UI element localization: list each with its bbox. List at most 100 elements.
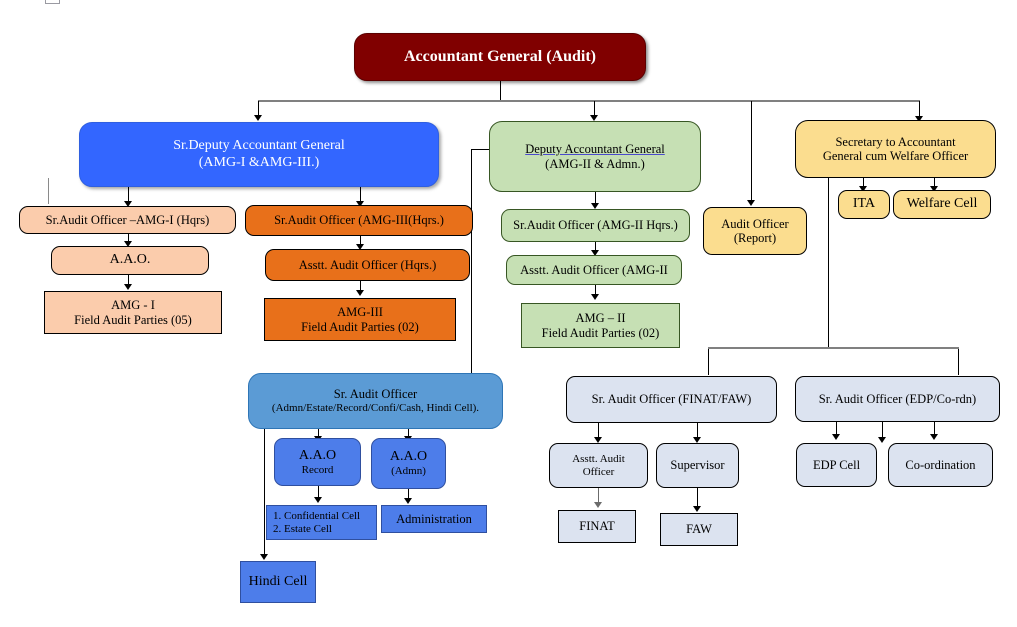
node-label-line2: Record: [301, 463, 334, 476]
node-label-line1: Asstt. Audit: [572, 452, 625, 465]
arrowhead-amg3-parties: [356, 290, 364, 296]
node-confidential-estate-cells[interactable]: 1. Confidential Cell 2. Estate Cell: [266, 505, 377, 540]
node-edp-cell[interactable]: EDP Cell: [796, 443, 877, 487]
node-sr-audit-officer-amg1-hqrs[interactable]: Sr.Audit Officer –AMG-I (Hqrs): [19, 206, 236, 234]
node-welfare-cell[interactable]: Welfare Cell: [893, 190, 991, 219]
node-coordination[interactable]: Co-ordination: [888, 443, 993, 487]
node-asstt-audit-officer-finat[interactable]: Asstt. Audit Officer: [549, 443, 648, 488]
connector-admn-to-aao-admn: [408, 429, 409, 438]
node-sr-audit-officer-edp-cordn[interactable]: Sr. Audit Officer (EDP/Co-rdn): [795, 376, 1000, 422]
connector-dag-elbow-v: [471, 149, 472, 373]
node-label-line1: Secretary to Accountant: [835, 134, 956, 149]
connector-srdag-to-amg3: [360, 187, 361, 203]
connector-asstt-to-finat: [598, 488, 599, 504]
node-label: EDP Cell: [812, 457, 861, 472]
node-aao-record[interactable]: A.A.O Record: [274, 438, 361, 486]
node-label: FAW: [686, 522, 712, 537]
connector-distribution-bar: [258, 100, 920, 102]
connector-root-stem: [500, 81, 501, 101]
node-accountant-general-audit[interactable]: Accountant General (Audit): [354, 33, 646, 81]
node-faw[interactable]: FAW: [660, 513, 738, 546]
node-label: Asstt. Audit Officer (AMG-II: [520, 262, 668, 277]
node-label-line2: Field Audit Parties (05): [74, 312, 192, 327]
connector-drop-dag: [594, 101, 595, 117]
arrowhead-amg1-aao: [124, 241, 132, 247]
arrowhead-amg1-parties: [124, 284, 132, 290]
arrowhead-supervisor: [693, 437, 701, 443]
node-label: Sr.Audit Officer (AMG-II Hqrs.): [513, 218, 678, 233]
node-label-line1: Sr.Deputy Accountant General: [173, 138, 345, 154]
node-finat[interactable]: FINAT: [558, 510, 636, 543]
node-secretary-to-ag[interactable]: Secretary to Accountant General cum Welf…: [795, 120, 996, 178]
node-sr-deputy-accountant-general[interactable]: Sr.Deputy Accountant General (AMG-I &AMG…: [79, 122, 439, 187]
connector-edp-middle-stub: [882, 422, 883, 439]
arrowhead-amg2-parties: [591, 294, 599, 300]
arrowhead-hindi-cell: [260, 554, 268, 560]
node-sr-audit-officer-admn[interactable]: Sr. Audit Officer (Admn/Estate/Record/Co…: [248, 373, 503, 429]
arrowhead-welfare-cell: [930, 186, 938, 192]
node-label-line2: Field Audit Parties (02): [301, 319, 419, 334]
node-label-line1: A.A.O: [389, 449, 428, 465]
connector-aao-to-amg3-parties: [360, 281, 361, 293]
arrowhead-ita: [859, 186, 867, 192]
node-label: ITA: [852, 196, 876, 212]
node-label-line2: 2. Estate Cell: [273, 522, 332, 535]
connector-aao-to-amg2-parties: [595, 285, 596, 297]
connector-drop-edp-branch: [958, 349, 959, 375]
arrowhead-edp-middle-stub: [878, 437, 886, 443]
node-label-line2: Field Audit Parties (02): [541, 325, 660, 340]
connector-drop-audit-officer-report: [751, 101, 752, 202]
node-label: Administration: [396, 511, 472, 526]
node-label: FINAT: [579, 519, 615, 534]
connector-admn-to-aao-record: [318, 429, 319, 438]
node-administration[interactable]: Administration: [381, 505, 487, 533]
connector-secretary-to-ita: [863, 178, 864, 188]
arrowhead-faw: [693, 506, 701, 512]
node-label-line2: (AMG-II & Admn.): [545, 156, 645, 171]
connector-drop-sr-dag: [258, 101, 259, 117]
node-sr-audit-officer-amg2-hqrs[interactable]: Sr.Audit Officer (AMG-II Hqrs.): [501, 209, 690, 242]
node-ita[interactable]: ITA: [838, 190, 890, 219]
connector-secretary-long-stem: [828, 178, 829, 348]
node-hindi-cell[interactable]: Hindi Cell: [240, 561, 316, 603]
node-label: A.A.O.: [109, 252, 151, 268]
node-amg3-field-audit-parties[interactable]: AMG-III Field Audit Parties (02): [264, 298, 456, 341]
node-asstt-audit-officer-amg2[interactable]: Asstt. Audit Officer (AMG-II: [506, 255, 682, 285]
connector-finat-to-asstt: [598, 423, 599, 439]
node-asstt-audit-officer-hqrs[interactable]: Asstt. Audit Officer (Hqrs.): [265, 249, 470, 281]
connector-edp-to-edp-cell: [836, 422, 837, 436]
node-label: Sr.Audit Officer –AMG-I (Hqrs): [45, 212, 210, 227]
connector-finat-to-supervisor: [697, 423, 698, 439]
arrowhead-edp-cell: [832, 434, 840, 440]
connector-stub-left: [48, 178, 49, 204]
connector-amg2-to-aao: [595, 242, 596, 252]
scan-artifact: [45, 0, 60, 4]
node-label: Sr.Audit Officer (AMG-III(Hqrs.): [274, 213, 444, 228]
node-amg2-field-audit-parties[interactable]: AMG – II Field Audit Parties (02): [521, 303, 680, 348]
connector-drop-secretary: [919, 101, 920, 118]
node-label: Accountant General (Audit): [404, 47, 596, 65]
connector-lower-distribution-bar: [708, 347, 959, 349]
node-aao-amg1[interactable]: A.A.O.: [51, 246, 209, 275]
node-audit-officer-report[interactable]: Audit Officer (Report): [703, 207, 807, 255]
connector-aao-admn-to-administration: [408, 489, 409, 500]
connector-srdag-to-amg1: [128, 187, 129, 203]
node-label: Asstt. Audit Officer (Hqrs.): [298, 257, 437, 272]
node-label-line2: (AMG-I &AMG-III.): [198, 154, 320, 170]
node-sr-audit-officer-amg3-hqrs[interactable]: Sr.Audit Officer (AMG-III(Hqrs.): [245, 205, 473, 236]
connector-amg1-to-aao: [128, 234, 129, 243]
arrowhead-asstt-audit-officer: [594, 437, 602, 443]
node-amg1-field-audit-parties[interactable]: AMG - I Field Audit Parties (05): [44, 291, 222, 334]
node-aao-admn[interactable]: A.A.O (Admn): [371, 438, 446, 489]
connector-amg3-to-aao: [360, 236, 361, 246]
node-sr-audit-officer-finat-faw[interactable]: Sr. Audit Officer (FINAT/FAW): [566, 376, 777, 423]
node-deputy-accountant-general[interactable]: Deputy Accountant General (AMG-II & Admn…: [489, 121, 701, 192]
node-label-line1: A.A.O: [298, 447, 337, 463]
connector-secretary-to-welfare-cell: [934, 178, 935, 188]
node-label-line1: AMG – II: [575, 311, 626, 326]
connector-dag-elbow-h: [471, 149, 490, 150]
node-label-line2: (Report): [733, 231, 777, 245]
connector-aao-record-to-cells: [318, 486, 319, 499]
arrowhead-amg2-aao: [591, 250, 599, 256]
node-supervisor[interactable]: Supervisor: [656, 443, 739, 488]
